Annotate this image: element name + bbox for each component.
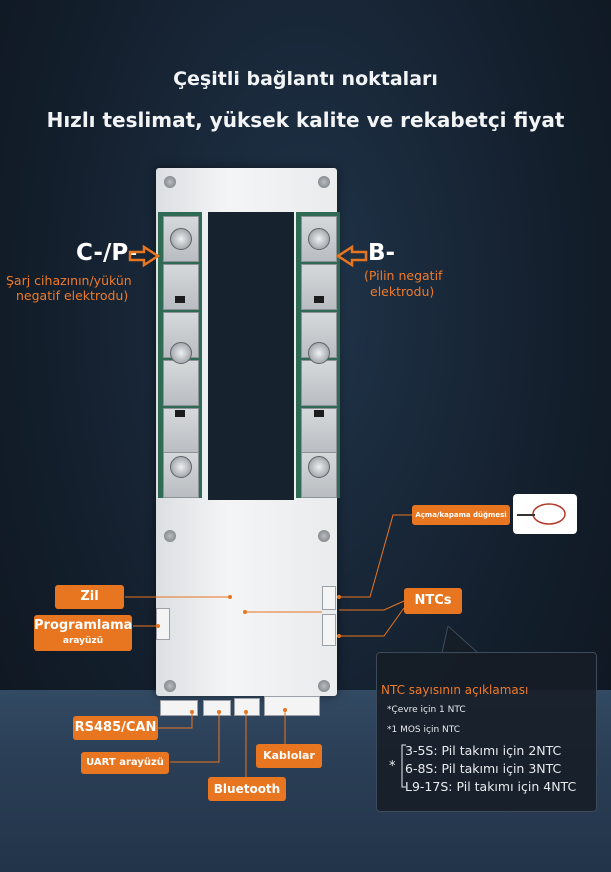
ntc-row-1: 3-5S: Pil takımı için 2NTC: [405, 743, 562, 758]
cables-connector: [264, 696, 320, 716]
bolt-icon: [308, 228, 330, 250]
bubble-pointer: [441, 626, 480, 654]
mosfet-component: [314, 410, 324, 417]
screw-icon: [164, 680, 176, 692]
right-terminal-desc-2: elektrodu): [370, 284, 435, 299]
screw-icon: [164, 530, 176, 542]
ntcs-label: NTCs: [404, 588, 462, 614]
programming-label-line1: Programlama: [34, 618, 133, 633]
uart-connector: [203, 700, 231, 716]
title-line-1: Çeşitli bağlantı noktaları: [173, 68, 438, 90]
ntc-row-3: L9-17S: Pil takımı için 4NTC: [405, 779, 577, 794]
ntc-note-1: *Çevre için 1 NTC: [387, 705, 466, 715]
programming-label: Programlama arayüzü: [34, 615, 132, 651]
screw-icon: [164, 176, 176, 188]
ntc-connector: [322, 614, 336, 646]
screw-icon: [318, 680, 330, 692]
right-terminal-label: B-: [368, 240, 396, 266]
title-line-2: Hızlı teslimat, yüksek kalite ve rekabet…: [46, 108, 565, 132]
arrow-right-icon: [128, 245, 160, 267]
zil-label: Zil: [55, 585, 124, 609]
ntc-info-title: NTC sayısının açıklaması: [381, 683, 529, 697]
switch-label: Açma/kapama düğmesi: [412, 505, 510, 525]
cables-label: Kablolar: [256, 744, 322, 768]
bolt-icon: [170, 456, 192, 478]
bluetooth-connector: [234, 698, 260, 716]
screw-icon: [318, 530, 330, 542]
copper-plate: [301, 360, 337, 406]
mosfet-component: [175, 296, 185, 303]
ntc-note-2: *1 MOS için NTC: [387, 725, 461, 735]
bluetooth-label: Bluetooth: [208, 777, 286, 801]
programming-label-line2: arayüzü: [62, 636, 104, 646]
ntc-connector: [322, 586, 336, 610]
right-terminal-desc-1: (Pilin negatif: [364, 268, 443, 283]
left-terminal-desc-1: Şarj cihazının/yükün: [6, 273, 132, 288]
ntc-brace: [401, 744, 406, 788]
screw-icon: [318, 176, 330, 188]
left-terminal-desc-2: negatif elektrodu): [16, 288, 129, 303]
bolt-icon: [308, 342, 330, 364]
rs485-connector: [160, 700, 198, 716]
rs485-label: RS485/CAN: [73, 716, 158, 740]
programming-connector: [156, 608, 170, 640]
bolt-icon: [170, 342, 192, 364]
cable-icon: [517, 503, 566, 525]
arrow-left-icon: [336, 245, 368, 267]
ntc-info-box: NTC sayısının açıklaması *Çevre için 1 N…: [376, 652, 597, 812]
ntc-row-2: 6-8S: Pil takımı için 3NTC: [405, 761, 562, 776]
bolt-icon: [308, 456, 330, 478]
left-terminal-label: C-/P-: [76, 240, 138, 266]
mosfet-component: [175, 410, 185, 417]
mosfet-component: [314, 296, 324, 303]
board-center-slot: [208, 212, 294, 500]
uart-label: UART arayüzü: [81, 752, 169, 774]
bolt-icon: [170, 228, 192, 250]
ntc-star: *: [389, 759, 396, 774]
switch-cable-thumbnail: [513, 494, 577, 534]
